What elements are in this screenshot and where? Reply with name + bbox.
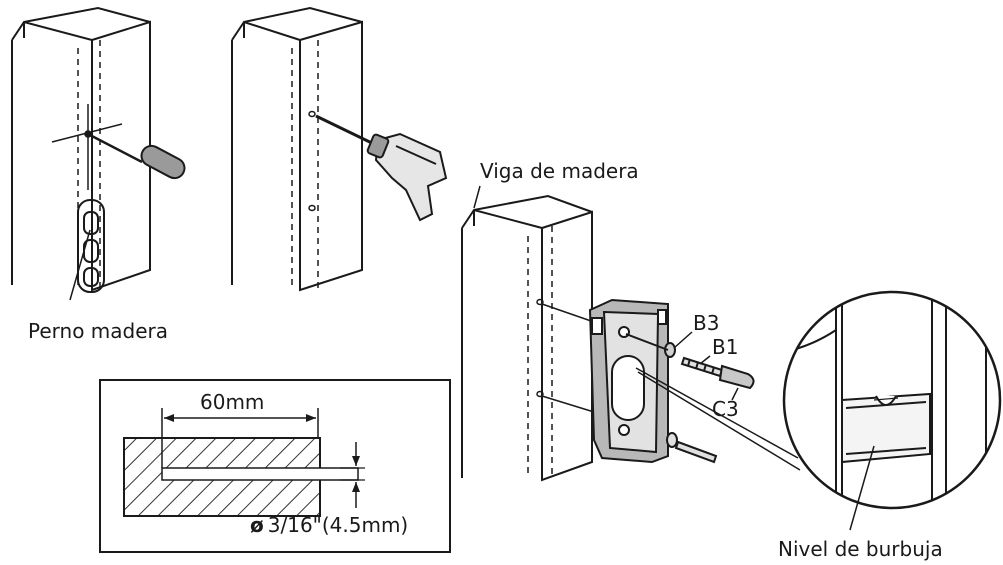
bubble-level-leader (849, 445, 875, 531)
stud-panel-1 (11, 6, 151, 292)
crosshair-mark (51, 104, 123, 190)
drill-hole-marks (308, 110, 316, 212)
b1-leader (699, 355, 711, 365)
depth-label: 60mm (200, 390, 264, 414)
b1-label: B1 (712, 335, 738, 359)
wood-beam-leader (473, 185, 481, 209)
diameter-value: 3/16"(4.5mm) (268, 513, 409, 537)
b3-label: B3 (693, 311, 719, 335)
stud-panel-2 (231, 6, 363, 292)
anchor-c3-icon (718, 364, 755, 390)
wood-bolt-label: Perno madera (28, 319, 168, 343)
screw-b1-icon (680, 356, 724, 378)
magnifier-leader-bottom (637, 371, 801, 471)
wood-beam-label: Viga de madera (480, 159, 639, 183)
b3-leader (673, 331, 693, 349)
c3-leader (731, 387, 739, 401)
magnifier-leader-top (635, 367, 799, 459)
bracket-hole-marks (536, 298, 595, 413)
diameter-symbol: ø (250, 513, 264, 537)
bubble-level-label: Nivel de burbuja (778, 537, 943, 561)
stud-panel-3 (461, 194, 593, 482)
magnified-bubble-level (782, 290, 1002, 531)
screwdriver-icon (87, 132, 186, 180)
screw-b3-icon (625, 333, 676, 358)
drill-icon (315, 114, 448, 222)
stud-finder-icon (69, 199, 105, 301)
lower-screw-icon (666, 432, 718, 464)
wall-bracket (588, 298, 669, 464)
